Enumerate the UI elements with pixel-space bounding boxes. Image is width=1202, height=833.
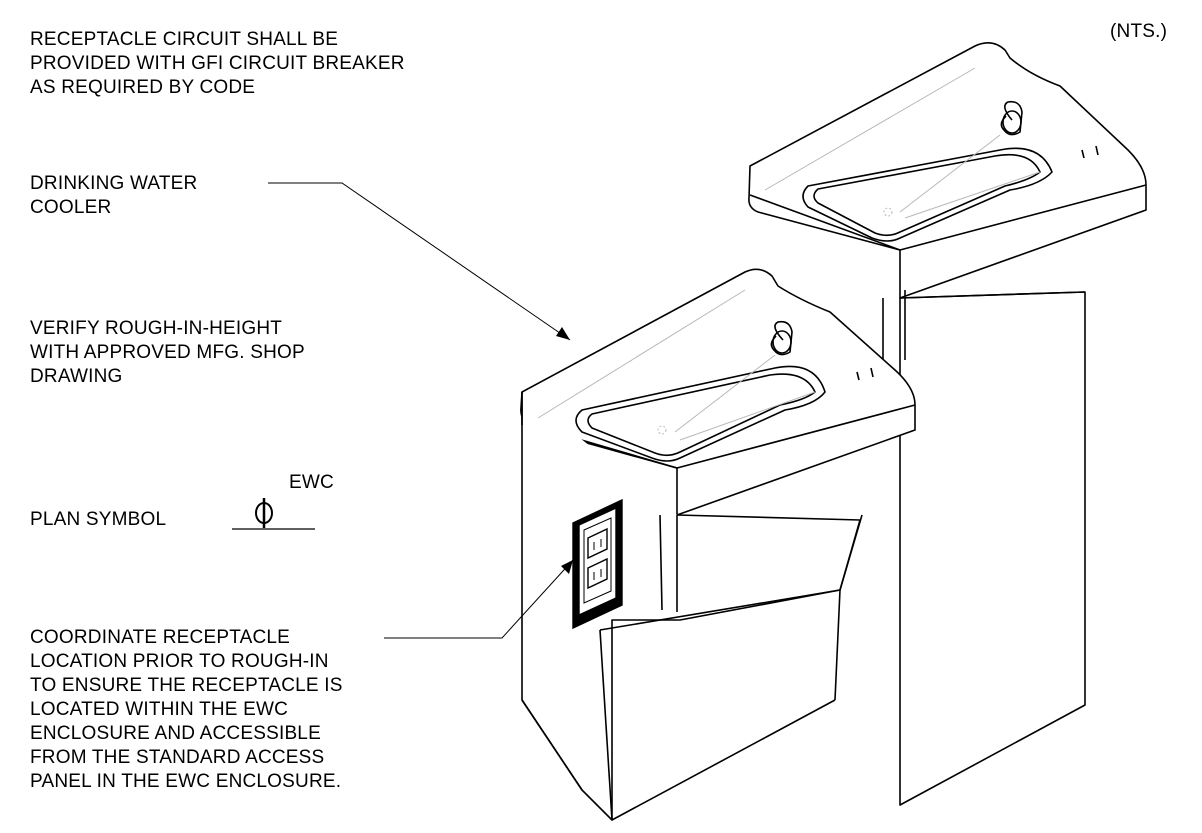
rough-in-note-line: WITH APPROVED MFG. SHOP [30, 342, 305, 363]
arrowheads [556, 327, 573, 574]
plan-symbol-tag-text: EWC [289, 472, 334, 493]
leader-lines [268, 182, 574, 639]
cooler-note-line: DRINKING WATER [30, 173, 198, 194]
duplex-receptacle [572, 498, 623, 630]
rear-cooler-top [748, 42, 1147, 299]
rough-in-note: VERIFY ROUGH-IN-HEIGHT WITH APPROVED MFG… [30, 317, 305, 389]
plan-symbol-tag: EWC [289, 471, 334, 495]
rear-cooler-front-edge [749, 194, 901, 251]
cooler-note-line: COOLER [30, 197, 112, 218]
rear-cooler-enclosure [899, 291, 1086, 806]
plan-symbol-glyph [232, 498, 315, 530]
rear-cooler [748, 42, 1147, 806]
front-cooler-right-edge [676, 404, 916, 469]
gfi-note-line: PROVIDED WITH GFI CIRCUIT BREAKER [30, 53, 405, 74]
gfi-note-line: RECEPTACLE CIRCUIT SHALL BE [30, 29, 339, 50]
coordinate-note-line: LOCATED WITHIN THE EWC [30, 699, 289, 720]
front-cooler-basin [575, 365, 826, 462]
coordinate-note-line: PANEL IN THE EWC ENCLOSURE. [30, 771, 342, 792]
gfi-note: RECEPTACLE CIRCUIT SHALL BE PROVIDED WIT… [30, 28, 405, 100]
coordinate-arrowhead [561, 560, 573, 574]
cooler-note: DRINKING WATER COOLER [30, 172, 197, 220]
coordinate-note-line: LOCATION PRIOR TO ROUGH-IN [30, 651, 329, 672]
front-cooler [520, 268, 916, 821]
coordinate-note-line: FROM THE STANDARD ACCESS [30, 747, 325, 768]
cooler-leader [268, 182, 571, 341]
scale-note-text: (NTS.) [1110, 21, 1168, 42]
coordinate-note-line: ENCLOSURE AND ACCESSIBLE [30, 723, 321, 744]
coordinate-note-line: COORDINATE RECEPTACLE [30, 627, 291, 648]
cooler-arrowhead [556, 327, 570, 340]
rear-cooler-right-edge [899, 184, 1147, 251]
coordinate-note: COORDINATE RECEPTACLE LOCATION PRIOR TO … [30, 626, 343, 794]
rear-cooler-highlights [764, 67, 1041, 219]
rough-in-note-line: VERIFY ROUGH-IN-HEIGHT [30, 318, 283, 339]
front-cooler-highlights [537, 289, 816, 441]
plan-symbol-label: PLAN SYMBOL [30, 508, 166, 532]
coordinate-leader [384, 559, 574, 639]
receptacle-outlet-lower [587, 557, 608, 590]
coordinate-note-line: TO ENSURE THE RECEPTACLE IS [30, 675, 343, 696]
rear-cooler-basin [802, 147, 1053, 242]
scale-note: (NTS.) [1110, 20, 1167, 44]
receptacle-outlet-upper [587, 527, 608, 560]
rough-in-note-line: DRAWING [30, 366, 123, 387]
plan-symbol-label-text: PLAN SYMBOL [30, 509, 167, 530]
gfi-note-line: AS REQUIRED BY CODE [30, 77, 256, 98]
